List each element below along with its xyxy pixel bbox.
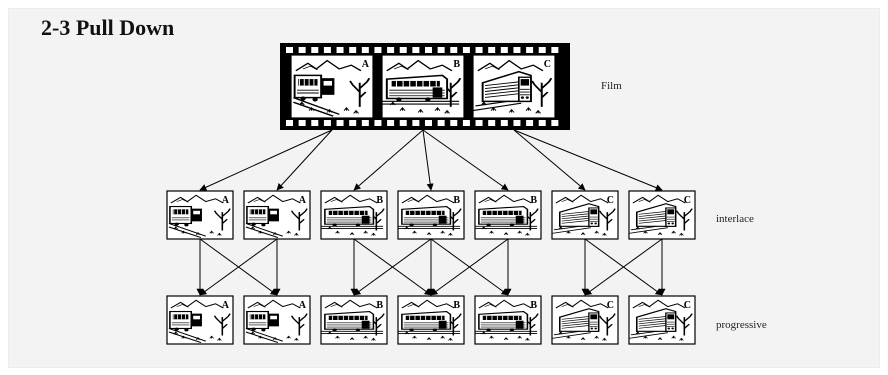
sprocket-hole <box>374 47 382 53</box>
frame-letter: B <box>453 195 460 206</box>
sprocket-hole <box>286 47 293 53</box>
arrow <box>513 129 586 191</box>
arrow <box>422 129 434 191</box>
sprocket-hole <box>526 120 534 126</box>
frame-letter: B <box>453 59 460 70</box>
sprocket-hole <box>538 120 546 126</box>
progressive-frame-5: B <box>474 295 542 345</box>
film-label: Film <box>601 80 622 92</box>
frame-letter: C <box>684 300 691 311</box>
sprocket-hole <box>412 47 420 53</box>
sprocket-hole <box>500 47 508 53</box>
sprocket-hole <box>323 120 331 126</box>
frame-letter: C <box>607 300 614 311</box>
sprocket-hole <box>361 47 369 53</box>
sprocket-hole <box>450 120 458 126</box>
interlace-field-3: B <box>320 190 388 240</box>
interlace-field-5: B <box>474 190 542 240</box>
frame-letter: C <box>684 195 691 206</box>
sprocket-hole <box>349 120 357 126</box>
sprocket-hole <box>298 47 306 53</box>
sprocket-hole <box>437 120 445 126</box>
sprocket-hole <box>551 120 559 126</box>
progressive-frame-4: B <box>397 295 465 345</box>
frame-letter: B <box>453 300 460 311</box>
frame-letter: C <box>607 195 614 206</box>
sprocket-hole <box>513 47 521 53</box>
film-frame-a: A <box>290 54 374 119</box>
interlace-label: interlace <box>716 213 754 225</box>
progressive-frame-1: A <box>166 295 234 345</box>
sprocket-hole <box>475 47 483 53</box>
arrows <box>196 129 666 296</box>
sprocket-hole <box>513 120 521 126</box>
progressive-frame-3: B <box>320 295 388 345</box>
sprocket-hole <box>475 120 483 126</box>
frame-letter: A <box>222 300 230 311</box>
sprocket-hole <box>488 47 496 53</box>
arrow <box>353 238 432 296</box>
progressive-label: progressive <box>716 319 767 331</box>
arrow <box>430 238 509 296</box>
sprocket-hole <box>349 47 357 53</box>
arrow <box>422 129 509 191</box>
sprocket-hole <box>387 47 395 53</box>
film-frame-b: B <box>381 54 465 119</box>
film-frame-c: C <box>472 54 556 119</box>
frame-letter: B <box>376 195 383 206</box>
sprocket-hole <box>437 47 445 53</box>
sprocket-hole <box>399 47 407 53</box>
sprocket-hole <box>336 120 344 126</box>
sprocket-hole <box>286 120 293 126</box>
arrow <box>199 238 278 296</box>
frame-letter: A <box>299 195 307 206</box>
sprocket-hole <box>311 120 319 126</box>
sprocket-hole <box>323 47 331 53</box>
progressive-frame-2: A <box>243 295 311 345</box>
sprocket-hole <box>462 47 470 53</box>
sprocket-hole <box>450 47 458 53</box>
frame-letter: A <box>222 195 230 206</box>
sprocket-hole <box>526 47 534 53</box>
sprocket-hole <box>538 47 546 53</box>
frame-letter: A <box>299 300 307 311</box>
sprocket-hole <box>488 120 496 126</box>
frame-letter: C <box>544 59 551 70</box>
sprocket-hole <box>311 47 319 53</box>
frame-letter: B <box>530 300 537 311</box>
sprocket-hole <box>462 120 470 126</box>
frame-letter: B <box>530 195 537 206</box>
sprocket-hole <box>500 120 508 126</box>
sprocket-hole <box>412 120 420 126</box>
arrow <box>513 129 663 191</box>
arrow <box>353 129 424 191</box>
sprocket-hole <box>425 120 432 126</box>
arrow <box>199 129 333 191</box>
sprocket-hole <box>399 120 407 126</box>
interlace-field-2: A <box>243 190 311 240</box>
diagram-title: 2-3 Pull Down <box>41 15 175 40</box>
sprocket-hole <box>374 120 382 126</box>
interlace-field-6: C <box>551 190 619 240</box>
sprocket-hole <box>361 120 369 126</box>
film-strip: A B C <box>280 43 570 130</box>
arrow <box>584 238 663 296</box>
sprocket-hole <box>387 120 395 126</box>
sprocket-hole <box>551 47 559 53</box>
arrow <box>276 129 333 191</box>
progressive-frame-7: C <box>628 295 696 345</box>
progressive-frame-6: C <box>551 295 619 345</box>
frame-letter: B <box>376 300 383 311</box>
frame-letter: A <box>362 59 370 70</box>
sprocket-hole <box>336 47 344 53</box>
sprocket-hole <box>425 47 432 53</box>
interlace-field-7: C <box>628 190 696 240</box>
interlace-field-4: B <box>397 190 465 240</box>
interlace-field-1: A <box>166 190 234 240</box>
sprocket-hole <box>298 120 306 126</box>
